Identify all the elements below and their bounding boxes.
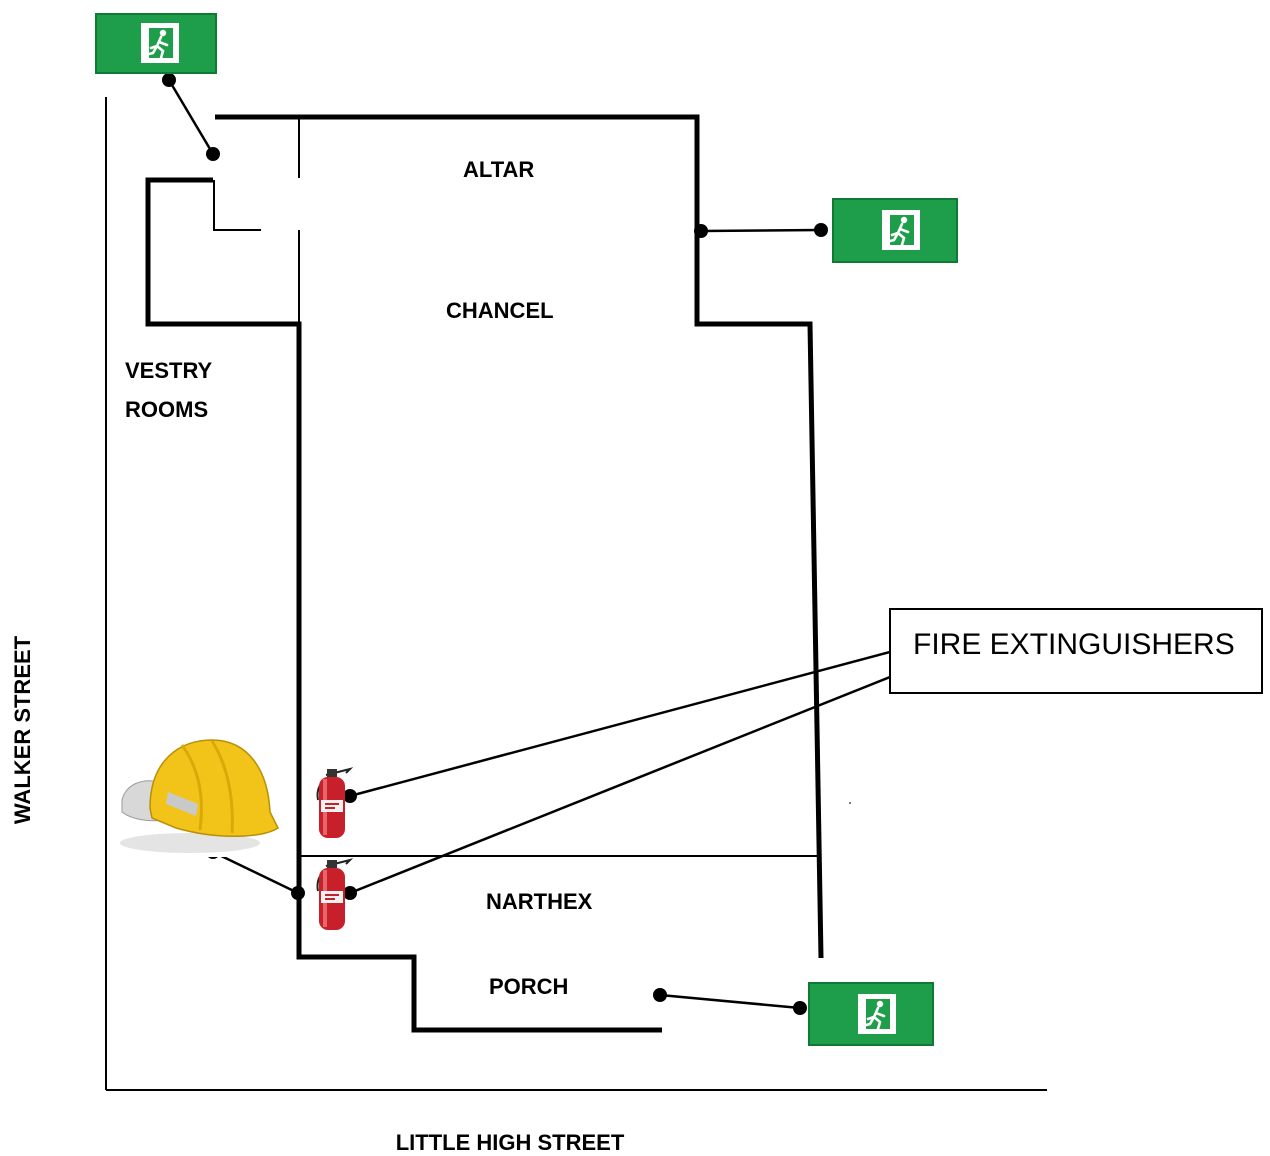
street-boundary-lines	[105, 97, 1047, 1091]
emergency-exit-sign-icon	[832, 198, 958, 263]
building-walls	[145, 114, 824, 1033]
room-label-altar: ALTAR	[463, 157, 535, 182]
emergency-exit-sign-icon	[95, 13, 217, 74]
connector-dots	[162, 73, 828, 1015]
stray-mark	[849, 802, 851, 804]
callout-label: FIRE EXTINGUISHERS	[913, 628, 1235, 661]
fire-extinguisher-icon	[316, 858, 354, 930]
interior-lines	[213, 117, 821, 857]
room-label-vestry: VESTRY	[125, 358, 213, 383]
room-label-narthex: NARTHEX	[486, 889, 593, 914]
room-label-chancel: CHANCEL	[446, 298, 554, 323]
room-label-rooms: ROOMS	[125, 397, 209, 422]
emergency-exit-sign-icon	[808, 982, 934, 1046]
room-label-porch: PORCH	[489, 974, 569, 999]
hard-hat-icon	[117, 735, 280, 857]
fire-extinguishers-callout: FIRE EXTINGUISHERS	[889, 608, 1263, 694]
fire-extinguisher-icon	[316, 767, 354, 838]
street-label-little-high: LITTLE HIGH STREET	[395, 1130, 625, 1155]
street-label-walker: WALKER STREET	[10, 635, 35, 825]
connector-lines	[167, 79, 891, 1010]
